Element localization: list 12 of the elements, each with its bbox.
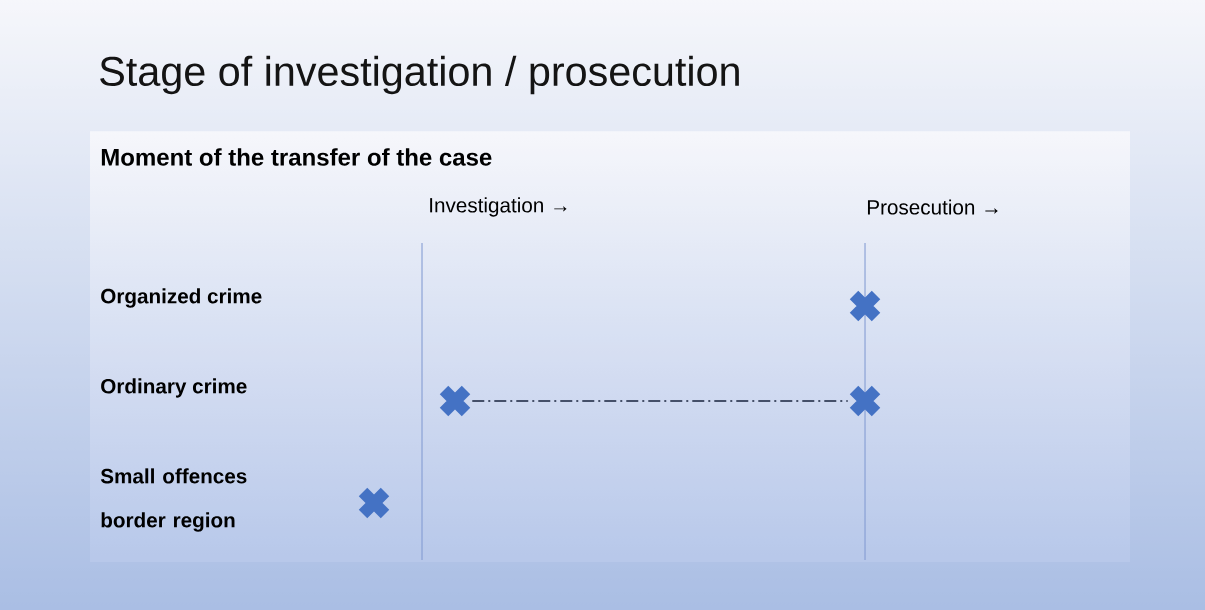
dash-dot-line — [471, 400, 849, 402]
row-label: Organized crime — [101, 288, 262, 308]
row-label: Ordinary crime — [101, 378, 247, 398]
column-heading: Investigation → — [430, 197, 567, 217]
column-heading: Prosecution → — [867, 199, 998, 215]
cross-mark — [848, 289, 882, 323]
cross-mark — [438, 384, 472, 418]
title: Stage of investigation / prosecution — [100, 55, 739, 95]
panel-heading: Moment of the transfer of the case — [101, 148, 492, 166]
cross-mark — [357, 486, 391, 520]
cross-mark — [848, 384, 882, 418]
row-label: Small offences border region — [100, 468, 247, 532]
